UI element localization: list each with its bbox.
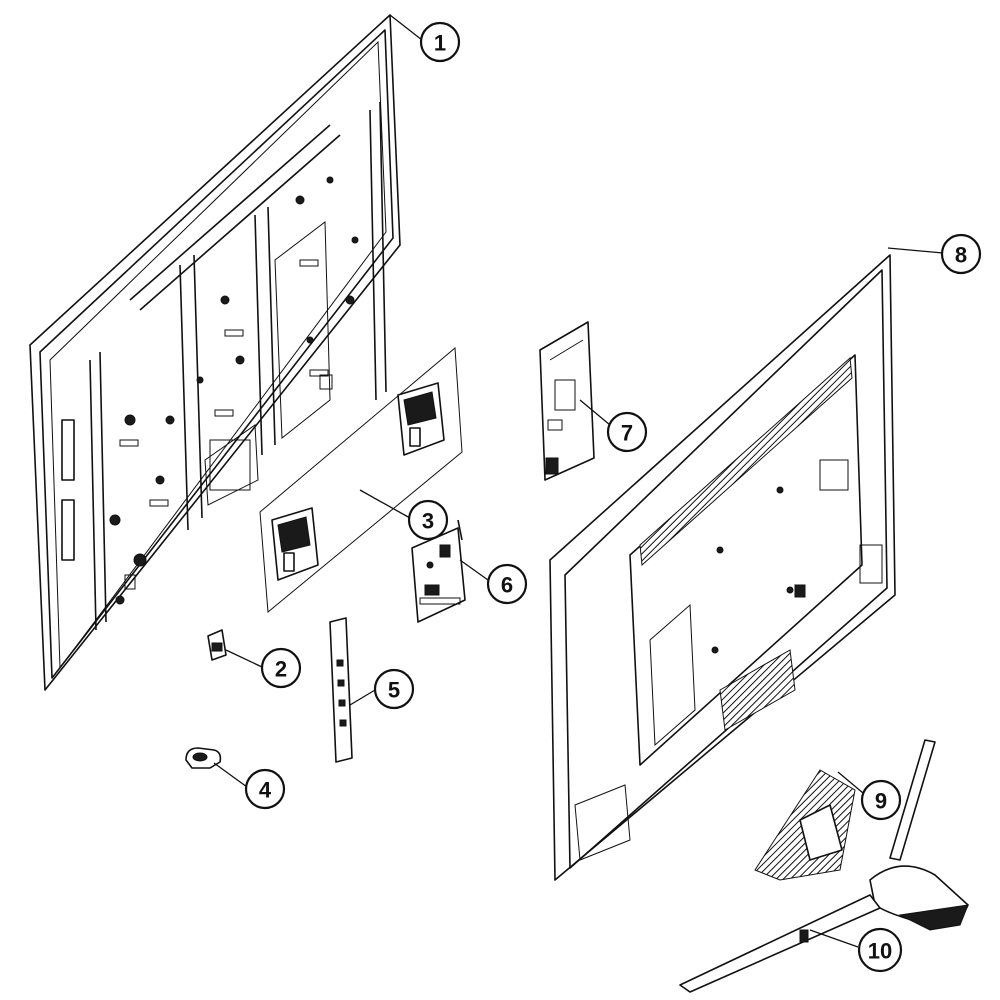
callout-7: 7 xyxy=(606,411,648,453)
callout-4: 4 xyxy=(244,768,286,810)
callout-7-label: 7 xyxy=(621,421,633,446)
part-1-panel xyxy=(29,14,401,691)
callout-6: 6 xyxy=(486,563,528,605)
callout-10-label: 10 xyxy=(868,939,892,964)
callout-3-label: 3 xyxy=(422,509,434,534)
callout-5-label: 5 xyxy=(388,678,400,703)
part-2-button xyxy=(207,629,227,661)
callout-8: 8 xyxy=(940,233,982,275)
part-7-main-board xyxy=(539,321,595,481)
part-5-key-board xyxy=(329,617,353,763)
callout-9: 9 xyxy=(860,779,902,821)
callout-2: 2 xyxy=(260,647,302,689)
callout-3: 3 xyxy=(407,499,449,541)
callout-2-label: 2 xyxy=(275,657,287,682)
callout-10: 10 xyxy=(857,927,903,973)
speaker-lower xyxy=(271,507,319,581)
part-6-pcb xyxy=(411,519,466,623)
callout-4-label: 4 xyxy=(259,778,272,803)
callout-8-label: 8 xyxy=(955,243,967,268)
part-9-stand-neck xyxy=(754,769,856,881)
part-8-rear-cover xyxy=(549,254,896,881)
speaker-upper xyxy=(397,382,445,456)
part-4-ir-sensor xyxy=(185,747,222,769)
callout-1: 1 xyxy=(419,21,461,63)
callout-1-label: 1 xyxy=(434,31,446,56)
leader-lines xyxy=(213,14,944,948)
callout-9-label: 9 xyxy=(875,789,887,814)
callout-6-label: 6 xyxy=(501,573,513,598)
callout-5: 5 xyxy=(373,668,415,710)
part-10-stand-base xyxy=(679,739,969,993)
part-3-speakers xyxy=(259,346,463,613)
